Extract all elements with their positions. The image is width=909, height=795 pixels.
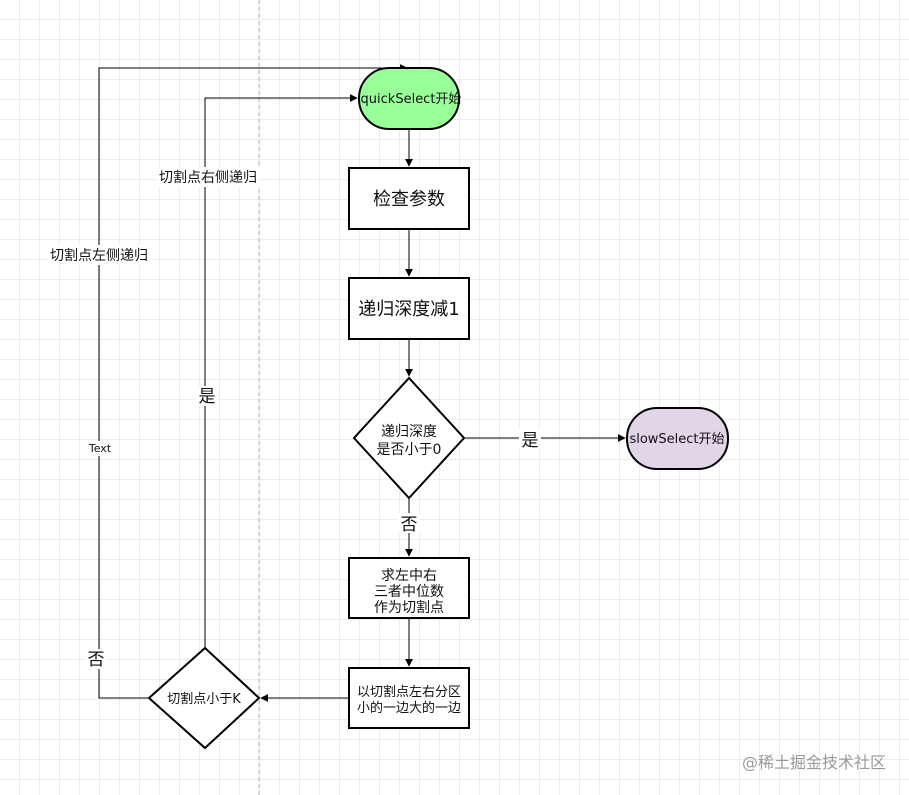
depth-decrement-label: 递归深度减1 bbox=[358, 299, 459, 320]
partition-node bbox=[348, 667, 470, 729]
median-label-line3: 作为切割点 bbox=[374, 599, 444, 616]
no-from-depth-label: 否 bbox=[401, 515, 418, 535]
median-label-line1: 求左中右 bbox=[381, 568, 437, 584]
pivot-check-label: 切割点小于K bbox=[167, 691, 241, 707]
depth-check-label-line2: 是否小于0 bbox=[377, 442, 442, 458]
edge-pivot-no-loop bbox=[98, 64, 408, 699]
watermark: @稀土掘金技术社区 bbox=[742, 753, 886, 772]
partition-label-line1: 以切割点左右分区 bbox=[357, 684, 461, 700]
stray-text-label: Text bbox=[88, 442, 112, 455]
pivot-check-diamond bbox=[147, 646, 261, 750]
no-from-pivot-bg bbox=[85, 649, 107, 669]
yes-from-pivot-bg bbox=[196, 386, 218, 406]
yes-from-pivot-label: 是 bbox=[199, 387, 216, 407]
recurse-left-label: 切割点左侧递归 bbox=[50, 247, 148, 264]
yes-to-slow-label: 是 bbox=[522, 431, 539, 451]
depth-decrement-node bbox=[348, 277, 470, 340]
check-params-node bbox=[348, 167, 470, 230]
slowselect-start-node bbox=[626, 407, 729, 470]
recurse-left-bg bbox=[48, 245, 152, 265]
quickselect-start-label: quickSelect开始 bbox=[361, 92, 462, 107]
median-node bbox=[348, 557, 470, 619]
stray-text-bg bbox=[86, 441, 114, 456]
edge-pivot-yes-loop bbox=[204, 94, 358, 648]
partition-label-line2: 小的一边大的一边 bbox=[357, 700, 461, 716]
check-params-label: 检查参数 bbox=[373, 189, 445, 210]
no-from-depth-bg bbox=[398, 513, 420, 533]
depth-check-diamond bbox=[352, 376, 466, 500]
yes-to-slow-bg bbox=[519, 429, 541, 449]
median-label-line2: 三者中位数 bbox=[374, 584, 444, 600]
slowselect-start-label: slowSelect开始 bbox=[629, 432, 724, 447]
recurse-right-label: 切割点右侧递归 bbox=[159, 169, 257, 186]
recurse-right-bg bbox=[156, 167, 260, 187]
quickselect-start-node bbox=[358, 67, 460, 130]
depth-check-label-line1: 递归深度 bbox=[381, 423, 437, 440]
no-from-pivot-label: 否 bbox=[88, 650, 105, 670]
